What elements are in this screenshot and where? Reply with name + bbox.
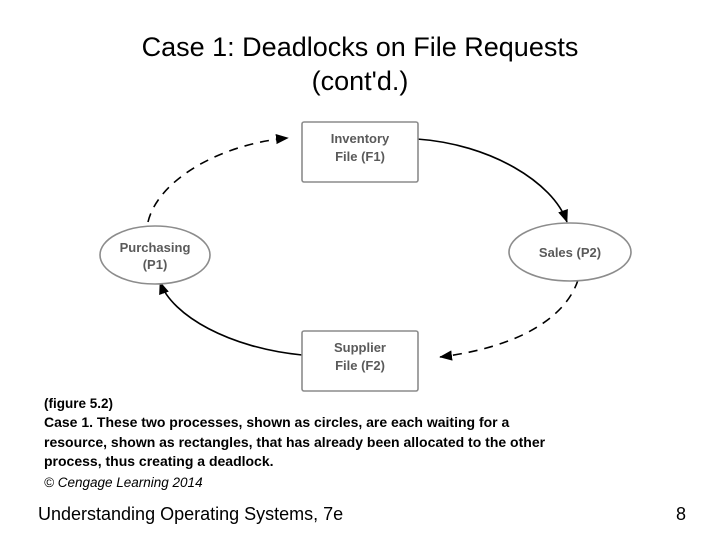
node-f2-line1: Supplier [334, 340, 386, 355]
slide-footer: Understanding Operating Systems, 7e [38, 504, 344, 524]
node-rect-f1 [301, 121, 419, 183]
node-purchasing-p1: Purchasing (P1) [99, 225, 211, 285]
node-p1-line1: Purchasing [120, 240, 191, 255]
node-f2-line2: File (F2) [335, 358, 385, 373]
page-title-line2: (cont'd.) [311, 66, 409, 96]
node-p1-line2: (P1) [143, 257, 168, 272]
node-p2-line1: Sales (P2) [539, 245, 601, 260]
node-inventory-file-f1: Inventory File (F1) [301, 121, 419, 183]
node-supplier-file-f2: Supplier File (F2) [301, 330, 419, 392]
figure-caption: (figure 5.2) Case 1. These two processes… [44, 395, 664, 493]
node-sales-p2: Sales (P2) [508, 222, 632, 282]
caption-copyright: © Cengage Learning 2014 [44, 474, 203, 490]
caption-line-3: process, thus creating a deadlock. [44, 453, 274, 469]
deadlock-diagram: Inventory File (F1) Sales (P2) Supplier … [70, 112, 650, 392]
node-rect-f2 [301, 330, 419, 392]
edge-f1-to-p2 [416, 138, 568, 223]
node-ellipse-p2 [508, 222, 632, 282]
caption-figure-number: (figure 5.2) [44, 396, 114, 411]
node-f1-line1: Inventory [331, 131, 390, 146]
page-title: Case 1: Deadlocks on File Requests (cont… [40, 30, 680, 98]
page-title-line1: Case 1: Deadlocks on File Requests [141, 32, 579, 62]
slide-page-number: 8 [675, 504, 686, 524]
edge-f2-to-p1 [159, 281, 303, 356]
node-f1-line2: File (F1) [335, 149, 385, 164]
edge-p2-to-f2 [439, 279, 579, 361]
edge-p1-to-f1 [147, 133, 289, 223]
node-ellipse-p1 [99, 225, 211, 285]
caption-line-1: Case 1. These two processes, shown as ci… [44, 414, 510, 430]
caption-line-2: resource, shown as rectangles, that has … [44, 433, 546, 450]
